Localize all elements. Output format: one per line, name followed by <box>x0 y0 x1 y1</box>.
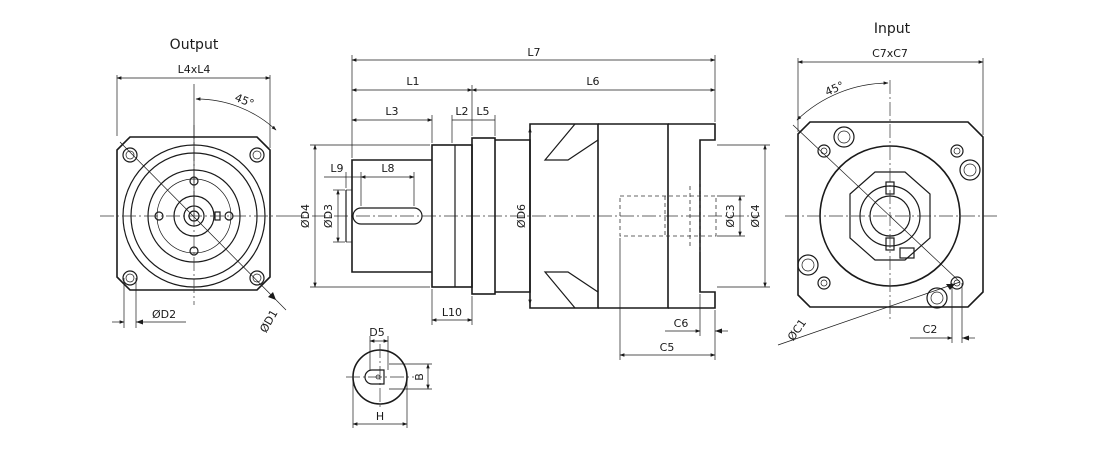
input-view: Input <box>777 21 1000 346</box>
clamp-slot-bottom <box>543 271 599 309</box>
output-corner-hole <box>122 147 138 163</box>
d2-arrow-right <box>136 319 143 325</box>
dim-l6: L6 <box>586 75 599 88</box>
input-title: Input <box>874 21 911 37</box>
dim-c7xc7: C7xC7 <box>872 47 908 60</box>
dim-output-angle: 45° <box>233 91 256 110</box>
output-shaft <box>351 159 432 273</box>
dim-l4xl4: L4xL4 <box>178 63 211 76</box>
input-adapter <box>598 123 669 309</box>
clamp-slot-top <box>543 123 599 161</box>
input-bore-hidden <box>619 195 717 237</box>
input-clamp-outline <box>849 171 931 261</box>
c2-arrow-right <box>962 335 969 341</box>
dim-c6: C6 <box>674 317 689 330</box>
dim-l9: L9 <box>330 162 343 175</box>
dim-c3: ØC3 <box>724 204 737 227</box>
input-clamp-screw <box>899 247 915 259</box>
shaft-end-center <box>375 374 381 380</box>
input-hex-screw <box>833 126 855 148</box>
side-view: L7 L1 L6 L3 L2 L5 L9 L8 ØD4 Ø <box>290 46 770 360</box>
input-corner-hole <box>950 276 964 290</box>
shaft-end-view: D5 B H <box>346 326 432 428</box>
dim-l8: L8 <box>381 162 394 175</box>
dim-l1: L1 <box>406 75 419 88</box>
input-hex-screw <box>926 287 948 309</box>
d1-leader <box>119 141 287 311</box>
c1-arrow <box>946 284 955 290</box>
output-view: Output <box>100 37 290 335</box>
dim-d5: D5 <box>369 326 384 339</box>
dim-l10: L10 <box>442 306 462 319</box>
c1-leader <box>777 281 961 346</box>
dim-c1: ØC1 <box>785 317 809 344</box>
c6-arrow-right <box>715 328 722 334</box>
dim-c5: C5 <box>660 341 675 354</box>
dim-l5: L5 <box>476 105 489 118</box>
dim-d6: ØD6 <box>515 204 528 228</box>
dim-d1: ØD1 <box>257 308 280 335</box>
dim-l7: L7 <box>527 46 540 59</box>
input-angle-arc <box>796 81 889 121</box>
input-hex-screw <box>959 159 981 181</box>
dim-d3: ØD3 <box>322 204 335 228</box>
output-title: Output <box>170 37 219 53</box>
dim-d4: ØD4 <box>299 204 312 228</box>
dim-c4: ØC4 <box>749 204 762 227</box>
output-corner-hole <box>249 147 265 163</box>
dim-c2: C2 <box>923 323 938 336</box>
d1-arrow <box>268 292 276 300</box>
input-corner-hole <box>817 276 831 290</box>
dim-h: H <box>376 410 384 423</box>
input-flange-outline <box>797 121 984 308</box>
shaft-keyway <box>352 207 423 225</box>
input-hex-screw <box>797 254 819 276</box>
dim-b: B <box>413 373 426 381</box>
output-corner-hole <box>122 270 138 286</box>
input-corner-hole <box>817 144 831 158</box>
dim-d2: ØD2 <box>152 308 176 321</box>
output-corner-hole <box>249 270 265 286</box>
dim-l3: L3 <box>385 105 398 118</box>
c1-leader-upper <box>792 124 961 283</box>
dim-input-angle: 45° <box>823 79 846 99</box>
input-corner-hole <box>950 144 964 158</box>
output-flange-outline <box>116 136 271 291</box>
shaft-end-key <box>364 369 385 385</box>
dim-l2: L2 <box>455 105 468 118</box>
output-angle-arc <box>195 97 277 131</box>
flange-ring <box>471 137 496 295</box>
